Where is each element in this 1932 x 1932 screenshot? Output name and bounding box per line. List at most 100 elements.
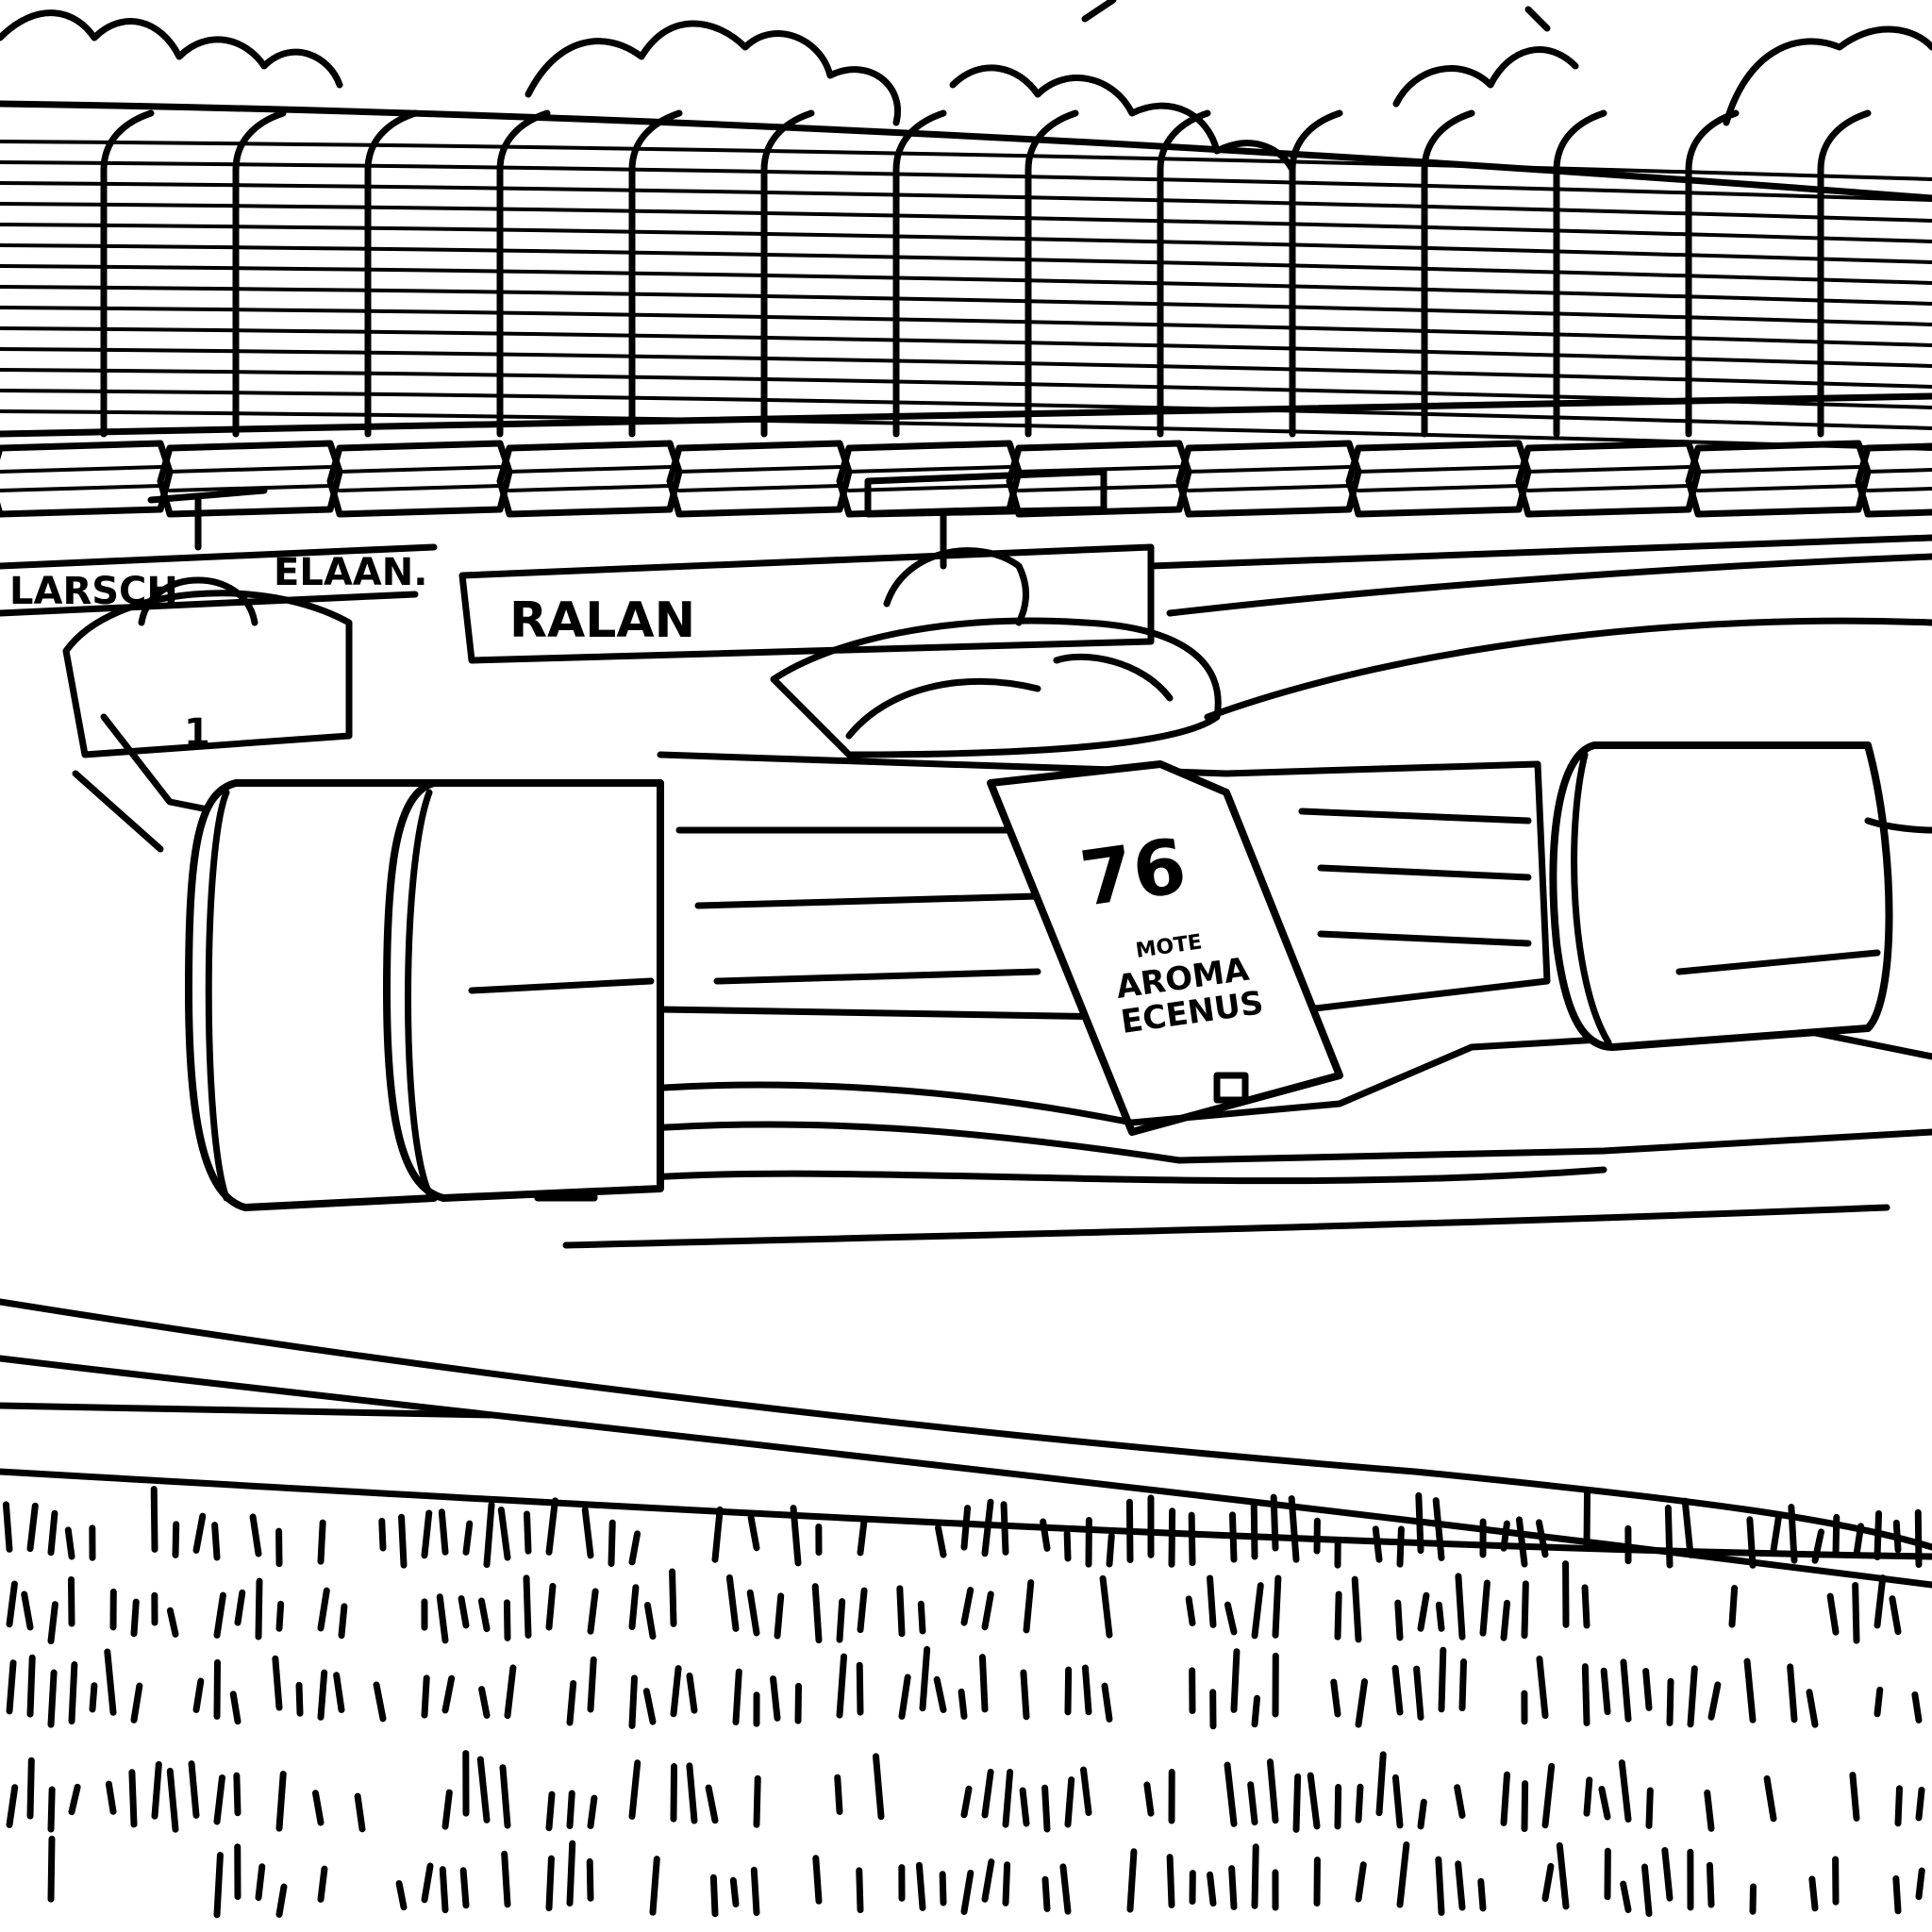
grass-blade <box>6 1659 17 1715</box>
grass-blade <box>1435 1856 1445 1916</box>
grass-blade <box>1541 1762 1556 1829</box>
barrier-line <box>508 465 672 492</box>
grass-blade <box>1852 1581 1860 1644</box>
grass-blade <box>1642 1667 1653 1711</box>
grass-blade <box>192 1512 207 1554</box>
grass-blade <box>1681 1497 1694 1558</box>
grass-blade <box>669 1568 677 1627</box>
main-race-car: 76 MOTE AROMA ECENUS <box>185 468 1932 1249</box>
grass-blade <box>275 1883 288 1918</box>
grass-blade <box>566 1679 577 1726</box>
grass-blade <box>670 1763 678 1823</box>
grass-blade <box>1396 1525 1405 1568</box>
grass-blade <box>1292 1773 1302 1833</box>
barrier-block <box>1855 442 1932 518</box>
grass-blade <box>1620 1658 1632 1723</box>
grass-blade <box>1598 1786 1611 1821</box>
barrier-block <box>496 440 683 518</box>
grass-blade <box>504 1664 517 1720</box>
grass-blade <box>628 1584 640 1630</box>
grass-blade <box>1334 1591 1342 1641</box>
grass-blade <box>981 1858 995 1903</box>
grass-blade <box>1415 1491 1424 1555</box>
grass-blade <box>338 1603 348 1640</box>
grass-blade <box>47 1601 58 1645</box>
grass-blade <box>1515 1516 1528 1568</box>
grass-blade <box>476 1756 491 1824</box>
fence-wire <box>0 243 1932 285</box>
grass-blade <box>255 1577 263 1641</box>
grass-blade <box>1417 1798 1427 1830</box>
grass-blade <box>128 1769 138 1828</box>
grass-blade <box>47 1509 58 1557</box>
grass-blade <box>1063 1530 1072 1562</box>
grass-blade <box>373 1681 387 1723</box>
grass-blade <box>1832 1513 1840 1557</box>
grass-blade <box>166 1607 179 1638</box>
grass-blade <box>1521 1580 1529 1640</box>
grass-blade <box>213 1591 226 1639</box>
grass-blade <box>462 1520 474 1556</box>
fence-wire <box>0 409 1932 451</box>
fence-wire <box>0 368 1932 409</box>
grass-blade <box>47 1835 56 1903</box>
grass-blade <box>272 1655 283 1711</box>
grass-blade <box>981 1591 994 1631</box>
grass-blade <box>1535 1519 1549 1558</box>
grass-blade <box>1020 1669 1030 1721</box>
grass-blade <box>213 1851 224 1919</box>
grass-blade <box>1763 1774 1777 1823</box>
grass-blade <box>1002 1768 1014 1828</box>
grass-blade <box>354 1792 366 1833</box>
grass-blade <box>1126 1848 1138 1913</box>
grass-blade <box>1059 1863 1072 1915</box>
grass-blade <box>333 1672 345 1713</box>
barrier-block <box>1175 440 1362 518</box>
grass-blade <box>566 1840 576 1907</box>
grass-blade <box>958 1688 968 1720</box>
grass-blade <box>295 1681 304 1717</box>
barrier-block <box>326 440 513 518</box>
grass-blade <box>649 1856 660 1916</box>
fence-post <box>1289 109 1343 438</box>
grass-blade <box>898 1674 911 1720</box>
grass-blade <box>26 1654 36 1718</box>
barrier-block <box>1685 440 1872 518</box>
grass-blade <box>1288 1495 1300 1563</box>
grass-blade <box>67 1575 75 1627</box>
grass-blade <box>213 1774 225 1825</box>
sign-ralan: RALAN <box>509 592 695 649</box>
grass-blade <box>732 1668 742 1725</box>
grass-blade <box>1826 1592 1840 1636</box>
grass-blade <box>233 1772 242 1817</box>
grass-blade <box>1874 1686 1884 1718</box>
grass-blade <box>497 1506 511 1561</box>
grass-blade <box>501 1850 511 1908</box>
grass-blade <box>750 1866 760 1917</box>
grass-blade <box>1270 1493 1279 1552</box>
grass-blade <box>47 1669 58 1728</box>
grass-blade <box>1023 1579 1035 1634</box>
grass-blade <box>1391 1664 1404 1716</box>
fence-post <box>1685 109 1740 438</box>
grass-blade <box>1002 1861 1011 1907</box>
fence-wire <box>0 285 1932 326</box>
grass-blade <box>1687 1665 1698 1728</box>
grass-blade <box>1477 1877 1487 1912</box>
grass-blade <box>1915 1867 1925 1901</box>
grass-blade <box>587 1656 597 1713</box>
grass-blade <box>317 1669 328 1721</box>
grass-blade <box>935 1524 947 1558</box>
grass-blade <box>1536 1655 1549 1720</box>
grass-blade <box>1641 1863 1653 1917</box>
nose-badge <box>1213 1072 1249 1104</box>
grass-blade <box>311 1790 325 1826</box>
barrier-line <box>168 465 332 492</box>
grass-blade <box>747 1514 760 1552</box>
grass-blade <box>150 1486 158 1553</box>
grass-blade <box>1355 1861 1367 1903</box>
fence-post <box>1157 109 1211 438</box>
barrier-line <box>677 465 841 492</box>
barrier-line <box>1357 465 1521 492</box>
tyre-barriers <box>0 440 1932 518</box>
